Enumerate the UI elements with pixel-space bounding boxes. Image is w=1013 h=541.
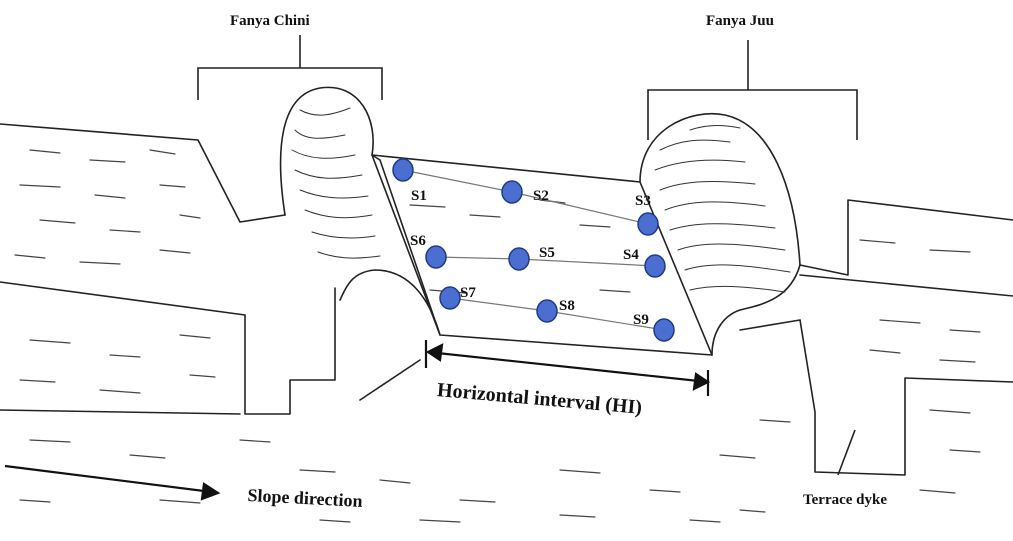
point-label-s6: S6 [410,233,426,249]
point-label-s4: S4 [623,247,639,263]
right-mound [639,113,801,356]
hi-arrow-head-right [692,372,711,391]
label-fanya-chini: Fanya Chini [230,13,310,29]
left-mound [279,86,441,336]
left-bank-lower-line [0,281,246,316]
left-trench-wall [244,287,336,415]
bracket-fanya-chini [197,35,383,100]
point-label-s3: S3 [635,193,651,209]
sample-point-s2 [501,180,523,204]
point-label-s8: S8 [559,298,575,314]
right-bank-mid-line [799,274,1013,297]
terrace-dyke-pointer [837,429,856,476]
sample-point-s6 [425,245,447,269]
sample-point-s3 [637,212,659,236]
sample-point-s7 [439,286,461,310]
point-label-s9: S9 [633,312,649,328]
point-label-s5: S5 [539,245,555,261]
sample-point-s5 [508,247,530,271]
point-label-s7: S7 [460,285,476,301]
hi-arrow-head-left [425,343,444,362]
sample-points-layer [392,158,675,342]
hi-arrow-line [427,350,709,384]
sample-point-s9 [653,318,675,342]
right-dyke-wall [799,319,1013,476]
left-bank-top-line [0,123,286,223]
sample-point-s1 [392,158,414,182]
slope-arrow-line [4,464,213,494]
label-fanya-juu: Fanya Juu [706,13,774,29]
sample-point-s4 [644,254,666,278]
right-bank-top-line [799,199,1013,276]
point-label-s2: S2 [533,188,549,204]
point-label-s1: S1 [411,188,427,204]
label-terrace-dyke: Terrace dyke [803,492,888,508]
slope-arrow-head [200,482,221,501]
bracket-fanya-juu [647,40,858,140]
sample-point-s8 [536,299,558,323]
